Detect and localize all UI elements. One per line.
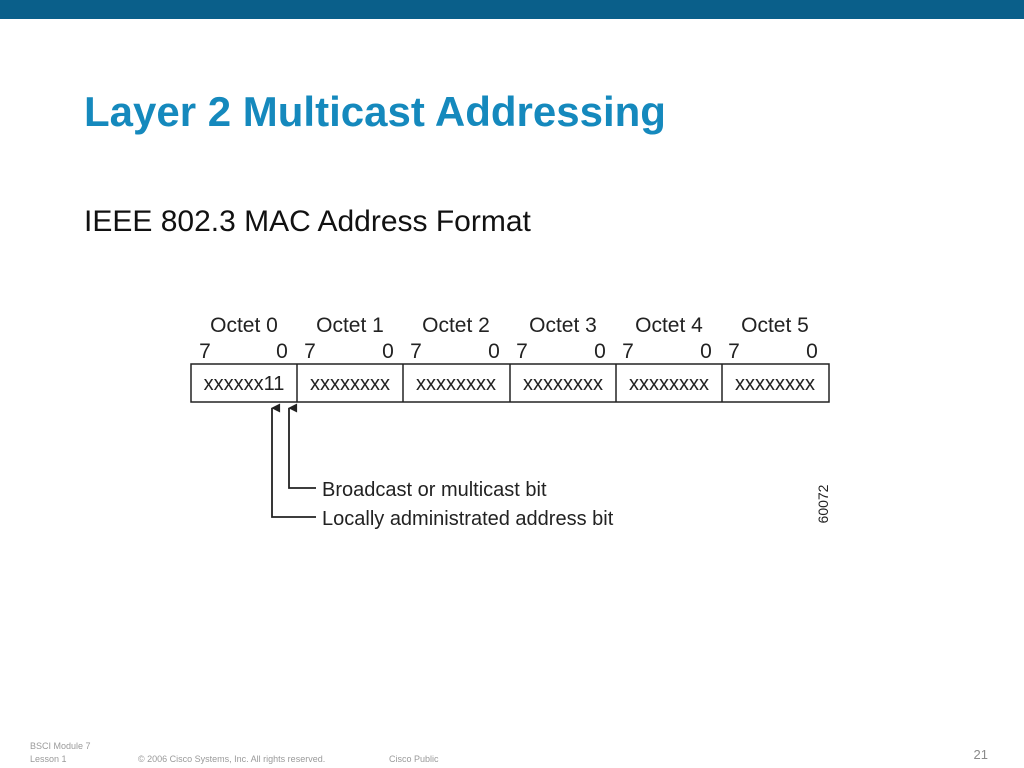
local-bit-label: Locally administrated address bit [322, 508, 614, 530]
bit-number-high: 7 [410, 340, 422, 363]
bit-number-high: 7 [622, 340, 634, 363]
footer-lesson: Lesson 1 [30, 754, 67, 764]
bit-number-high: 7 [199, 340, 211, 363]
bit-number-low: 0 [488, 340, 500, 363]
bit-number-high: 7 [516, 340, 528, 363]
octet-value: xxxxxx11 [204, 373, 285, 395]
bit-number-high: 7 [728, 340, 740, 363]
bit-number-low: 0 [700, 340, 712, 363]
octet-label: Octet 0 [210, 314, 278, 337]
footer-module: BSCI Module 7 [30, 741, 91, 751]
page-number: 21 [973, 747, 988, 762]
broadcast-bit-label: Broadcast or multicast bit [322, 479, 547, 501]
octet-value: xxxxxxxx [735, 373, 815, 395]
octet-label: Octet 2 [422, 314, 490, 337]
octet-value: xxxxxxxx [523, 373, 603, 395]
bit-number-low: 0 [276, 340, 288, 363]
slide-title: Layer 2 Multicast Addressing [84, 88, 666, 135]
figure-id: 60072 [815, 484, 831, 523]
top-banner [0, 0, 1024, 19]
footer-classification: Cisco Public [389, 754, 439, 764]
octet-value: xxxxxxxx [629, 373, 709, 395]
footer-copyright: © 2006 Cisco Systems, Inc. All rights re… [138, 754, 326, 764]
bit-number-low: 0 [806, 340, 818, 363]
octet-label: Octet 3 [529, 314, 597, 337]
bit-number-low: 0 [594, 340, 606, 363]
bit-number-low: 0 [382, 340, 394, 363]
bit-number-high: 7 [304, 340, 316, 363]
octet-label: Octet 1 [316, 314, 384, 337]
broadcast-bit-arrow [288, 403, 316, 489]
octet-value: xxxxxxxx [310, 373, 390, 395]
local-bit-arrow [271, 403, 316, 518]
octet-label: Octet 5 [741, 314, 809, 337]
octet-value: xxxxxxxx [416, 373, 496, 395]
slide-subtitle: IEEE 802.3 MAC Address Format [84, 205, 531, 238]
octet-label: Octet 4 [635, 314, 703, 337]
